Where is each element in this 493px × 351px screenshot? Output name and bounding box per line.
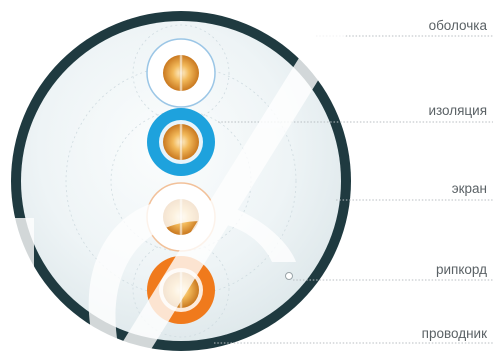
watermark-overlay	[0, 0, 368, 351]
label-insulation: изоляция	[428, 103, 487, 118]
leader-lines	[214, 35, 493, 344]
label-sheath: оболочка	[429, 18, 488, 33]
conductor-blue	[147, 108, 215, 176]
label-conductor: проводник	[422, 326, 487, 341]
conductor-white-blue	[146, 38, 216, 108]
label-ripcord: рипкорд	[436, 262, 487, 277]
ripcord-marker	[285, 272, 293, 280]
label-screen: экран	[452, 181, 487, 196]
